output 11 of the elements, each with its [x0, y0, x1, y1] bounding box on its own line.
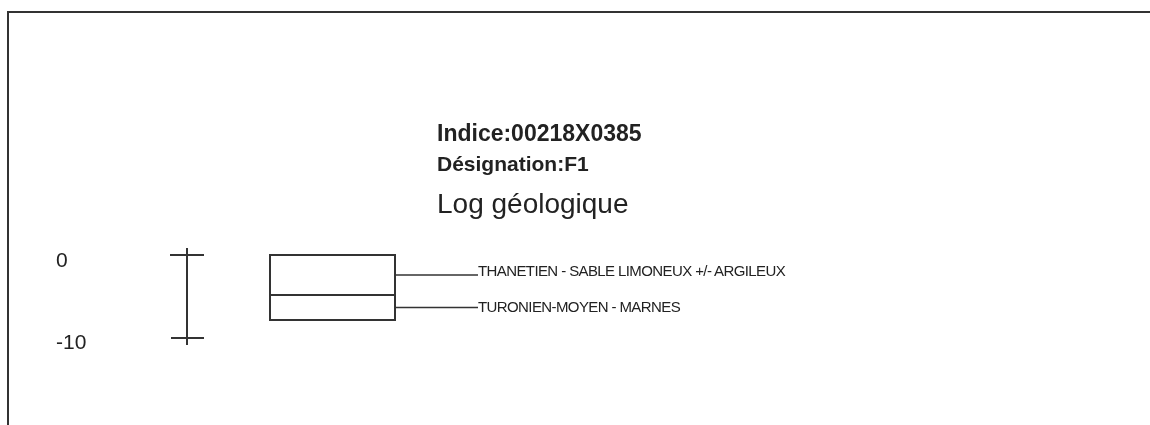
depth-value: 0: [56, 248, 68, 272]
layer-label: THANETIEN - SABLE LIMONEUX +/- ARGILEUX: [478, 262, 786, 279]
diagram-title: Log géologique: [437, 188, 629, 220]
depth-value: -10: [56, 330, 87, 354]
header-text: Désignation:F1: [437, 152, 589, 176]
layer-box: [269, 254, 396, 296]
header-text: Indice:00218X0385: [437, 120, 642, 147]
leader-line: [394, 274, 479, 276]
leader-line: [394, 306, 479, 309]
layer-label: TURONIEN-MOYEN - MARNES: [478, 298, 681, 315]
layer-box: [269, 294, 396, 321]
